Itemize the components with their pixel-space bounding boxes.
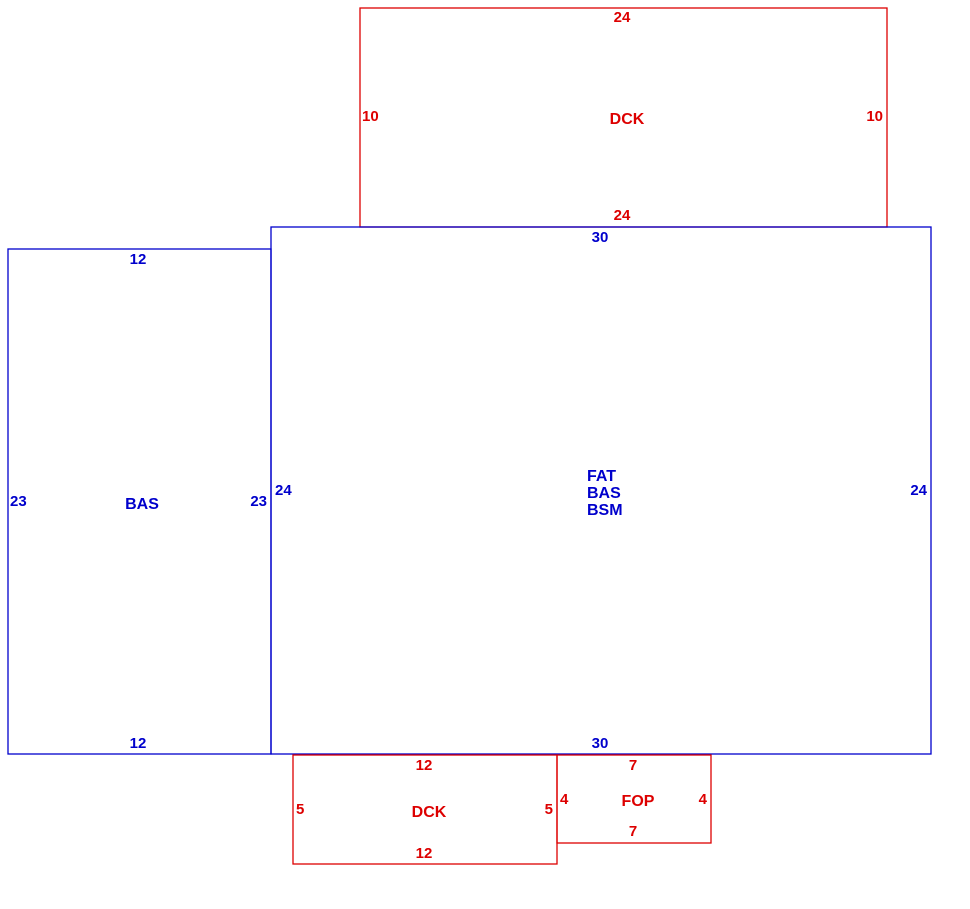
area-deck-bottom-label: DCK (412, 804, 447, 821)
bas-left-side-right: 23 (250, 493, 267, 510)
deck-top-side-top: 24 (614, 9, 631, 26)
area-deck-top-label: DCK (610, 111, 645, 128)
area-porch-outline (556, 754, 712, 844)
main-side-bottom: 30 (592, 735, 609, 752)
area-main: FAT BAS BSM 30 30 24 24 (270, 226, 932, 755)
bas-left-side-bottom: 12 (130, 735, 147, 752)
porch-side-bottom: 7 (629, 823, 637, 840)
deck-top-side-left: 10 (362, 108, 379, 125)
area-porch: FOP 7 7 4 4 (556, 754, 712, 844)
bas-left-side-top: 12 (130, 251, 147, 268)
porch-side-right: 4 (699, 791, 708, 808)
area-main-outline (270, 226, 932, 755)
main-side-top: 30 (592, 229, 609, 246)
porch-side-top: 7 (629, 757, 637, 774)
bas-left-side-left: 23 (10, 493, 27, 510)
area-main-label-3: BSM (587, 502, 623, 519)
area-bas-left: BAS 12 12 23 23 (7, 248, 272, 755)
area-porch-label: FOP (622, 793, 655, 810)
deck-bottom-side-bottom: 12 (416, 845, 433, 862)
deck-top-side-right: 10 (866, 108, 883, 125)
area-deck-bottom: DCK 12 12 5 5 (292, 754, 558, 865)
porch-side-left: 4 (560, 791, 569, 808)
deck-bottom-side-top: 12 (416, 757, 433, 774)
area-main-label-1: FAT (587, 468, 616, 485)
deck-top-side-bottom: 24 (614, 207, 631, 224)
area-bas-left-label: BAS (125, 496, 159, 513)
area-deck-top: DCK 24 24 10 10 (359, 7, 888, 228)
area-main-label-2: BAS (587, 485, 621, 502)
main-side-left: 24 (275, 482, 292, 499)
deck-bottom-side-right: 5 (545, 801, 553, 818)
main-side-right: 24 (910, 482, 927, 499)
deck-bottom-side-left: 5 (296, 801, 304, 818)
